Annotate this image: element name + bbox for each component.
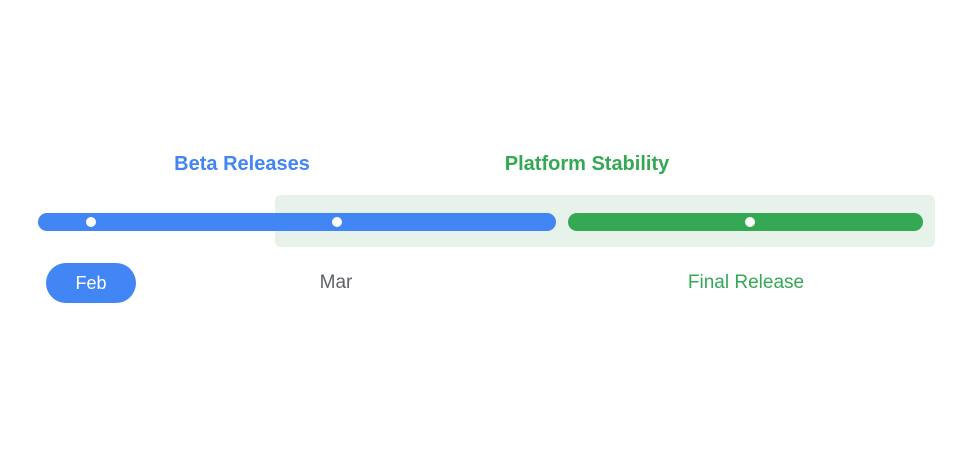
milestone-chip-feb: Feb [46, 263, 136, 303]
milestone-dot-feb [86, 217, 96, 227]
milestone-label-mar: Mar [319, 272, 353, 293]
milestone-chip-feb-label: Feb [75, 273, 107, 293]
phase-label-platform-stability: Platform Stability [504, 153, 670, 175]
phase-label-beta-releases: Beta Releases [174, 153, 310, 175]
milestone-dot-mar [332, 217, 342, 227]
milestone-dot-final-release [745, 217, 755, 227]
platform-stability-bar [568, 213, 923, 231]
beta-releases-bar [38, 213, 556, 231]
milestone-label-final-release: Final Release [687, 272, 805, 293]
